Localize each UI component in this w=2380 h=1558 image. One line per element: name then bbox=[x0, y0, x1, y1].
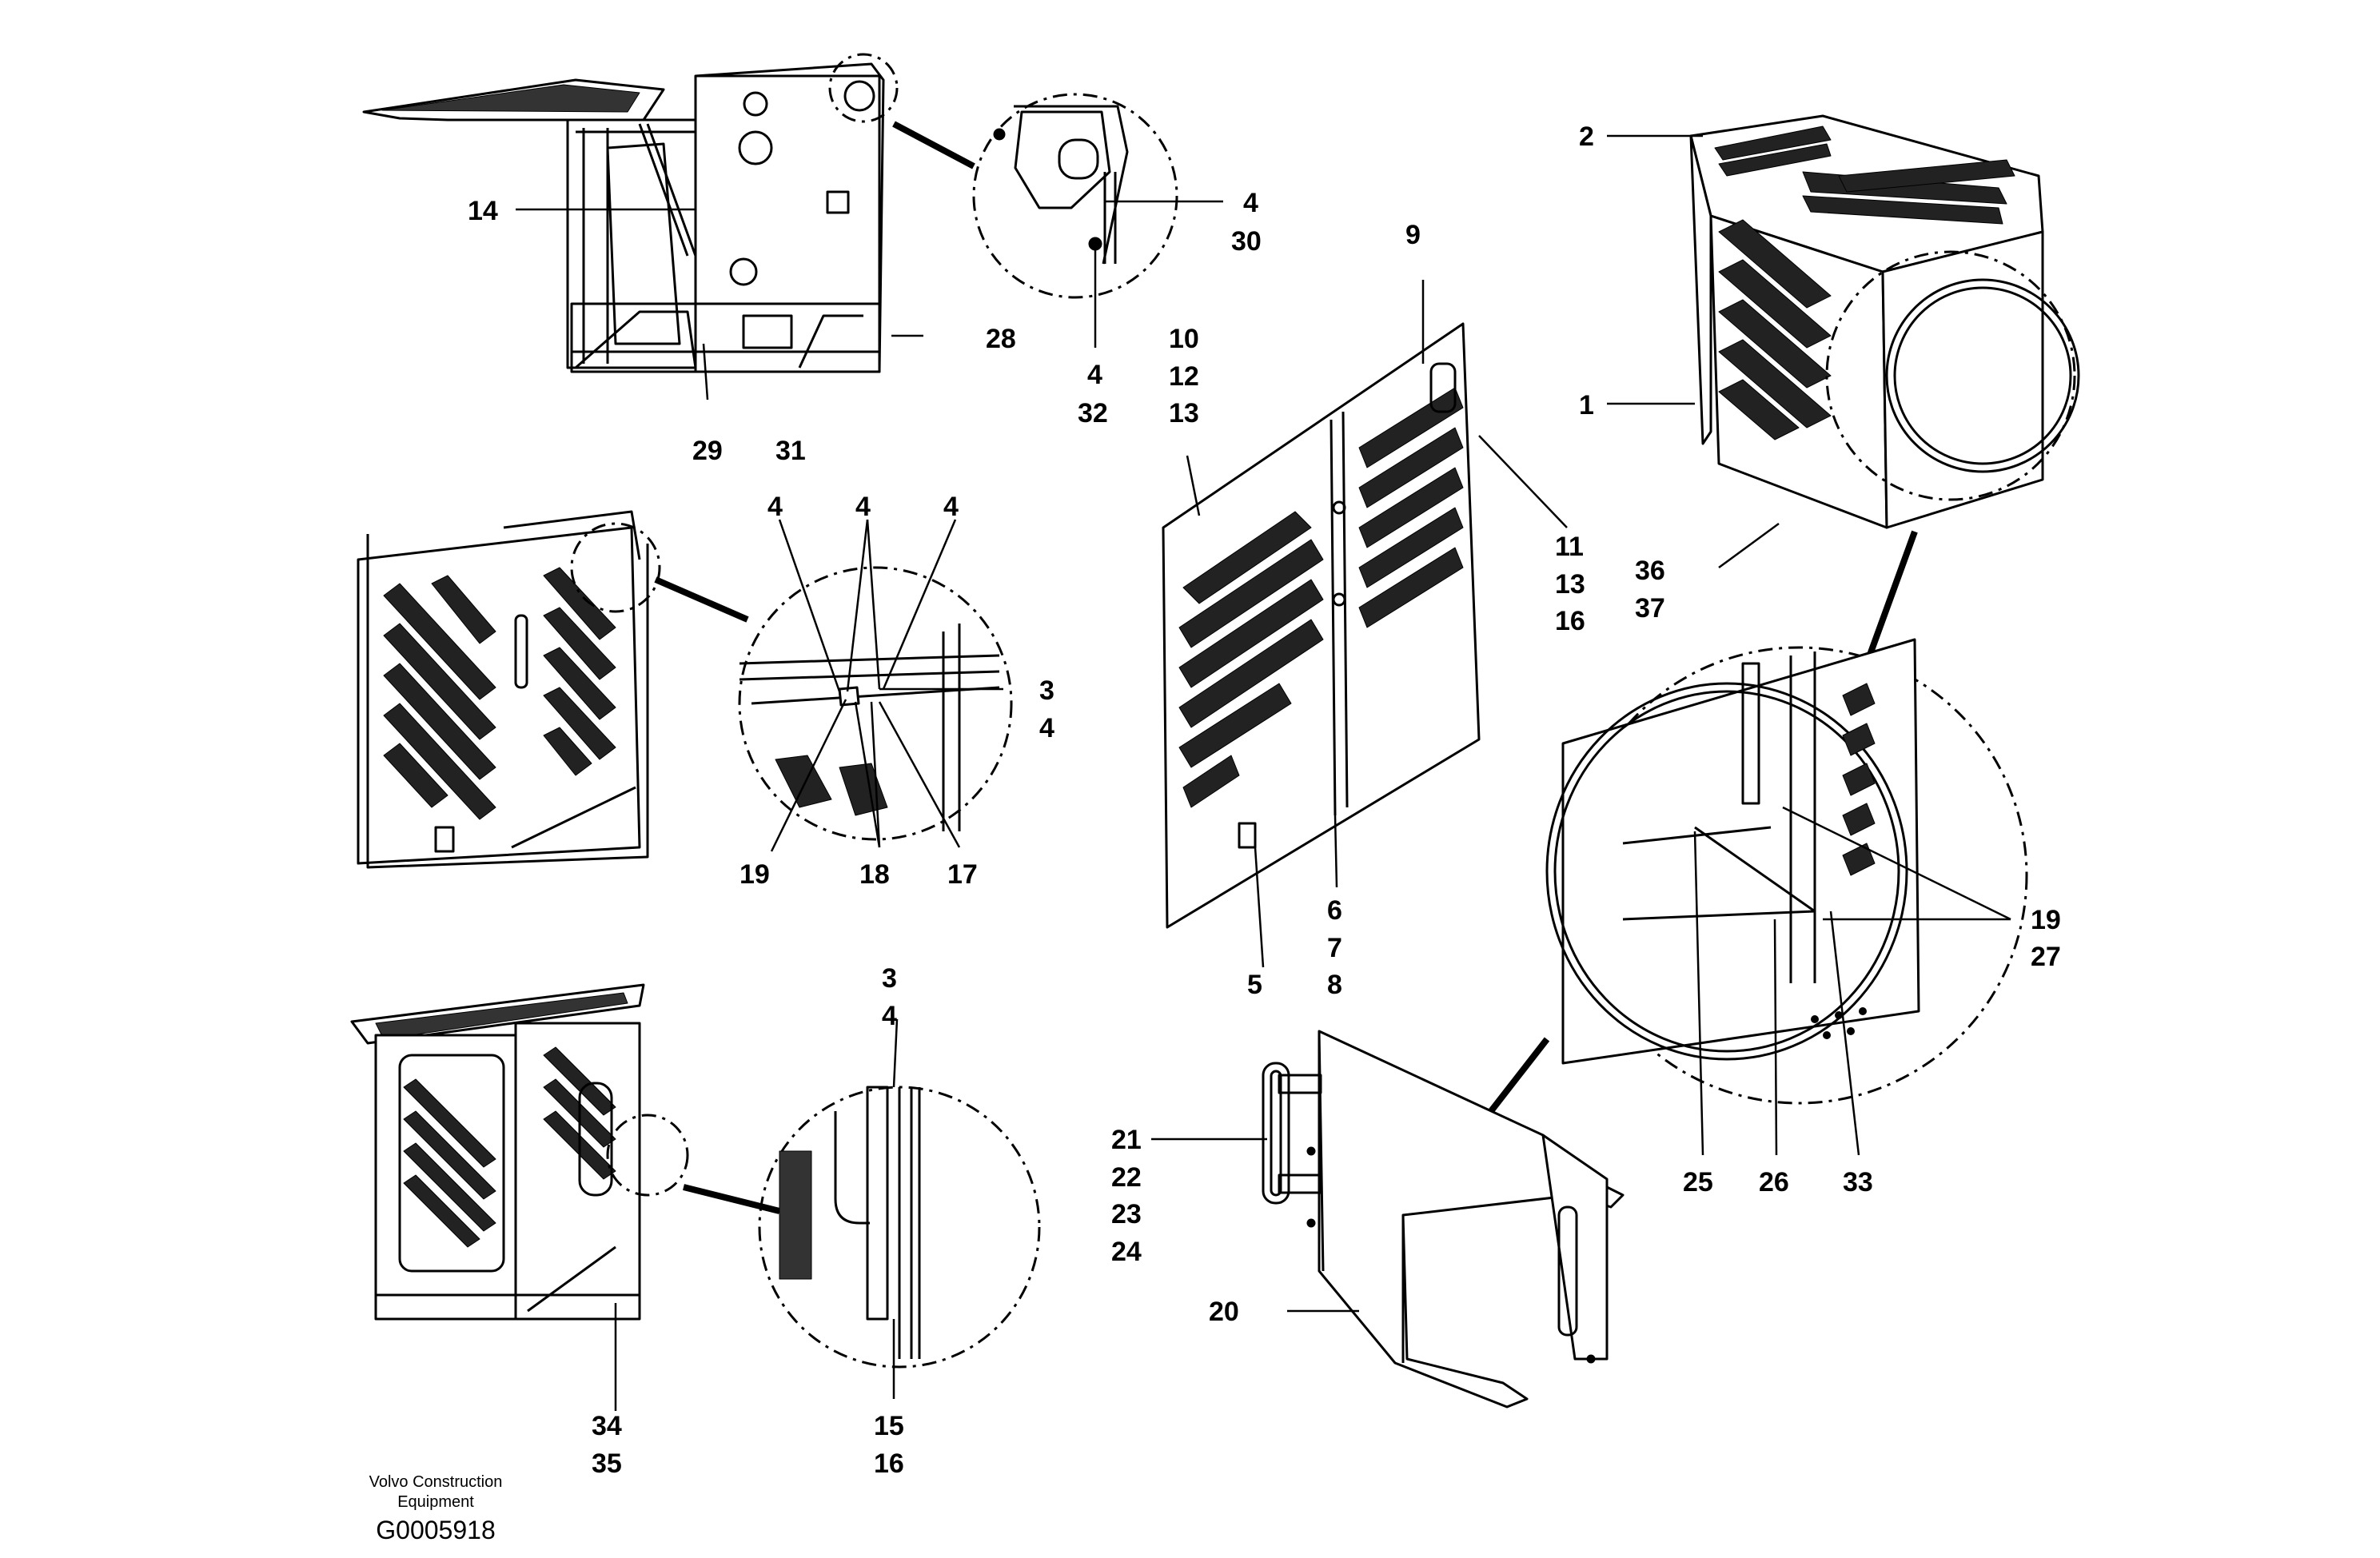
callout-labels: 14 29 31 28 4 30 4 32 10 12 13 9 11 13 1… bbox=[468, 122, 2061, 1479]
callout-8: 8 bbox=[1327, 970, 1342, 1000]
callout-19-b: 19 bbox=[2031, 905, 2061, 935]
callout-21: 21 bbox=[1111, 1125, 1142, 1155]
callout-29: 29 bbox=[692, 436, 723, 466]
callout-13: 13 bbox=[1169, 398, 1199, 428]
callout-3-b: 3 bbox=[882, 963, 897, 994]
callout-4-c: 4 bbox=[767, 492, 783, 522]
callout-37: 37 bbox=[1635, 593, 1665, 624]
leader-lines bbox=[516, 136, 2011, 1411]
callout-24: 24 bbox=[1111, 1237, 1142, 1267]
callout-31: 31 bbox=[775, 436, 806, 466]
callout-36: 36 bbox=[1635, 556, 1665, 586]
detail-circle-gas-strut bbox=[608, 1087, 1039, 1367]
callout-17: 17 bbox=[947, 859, 978, 890]
callout-2: 2 bbox=[1579, 122, 1594, 152]
callout-4-f: 4 bbox=[1039, 713, 1054, 743]
detail-circle-hinge bbox=[830, 54, 1177, 297]
detail-circle-frame bbox=[1491, 532, 2027, 1111]
callout-18: 18 bbox=[859, 859, 890, 890]
callout-35: 35 bbox=[592, 1448, 622, 1479]
door-panel-center bbox=[1163, 324, 1479, 927]
callout-33: 33 bbox=[1843, 1167, 1873, 1197]
callout-3-a: 3 bbox=[1039, 675, 1054, 706]
callout-10: 10 bbox=[1169, 324, 1199, 354]
callout-12: 12 bbox=[1169, 361, 1199, 392]
callout-27: 27 bbox=[2031, 942, 2061, 972]
footer-credit: Volvo Construction Equipment G0005918 bbox=[369, 1473, 503, 1544]
callout-9: 9 bbox=[1405, 220, 1421, 250]
callout-1: 1 bbox=[1579, 390, 1594, 420]
callout-16: 16 bbox=[1555, 606, 1585, 636]
callout-16-b: 16 bbox=[874, 1448, 904, 1479]
callout-5: 5 bbox=[1247, 970, 1262, 1000]
company-name-line2: Equipment bbox=[397, 1493, 474, 1511]
callout-22: 22 bbox=[1111, 1162, 1142, 1193]
cooling-enclosure-top-right bbox=[1691, 116, 2079, 528]
callout-6: 6 bbox=[1327, 895, 1342, 926]
callout-26: 26 bbox=[1759, 1167, 1789, 1197]
callout-14: 14 bbox=[468, 196, 498, 226]
company-name-line1: Volvo Construction bbox=[369, 1473, 503, 1491]
callout-4-a: 4 bbox=[1243, 188, 1258, 218]
drawing-code: G0005918 bbox=[376, 1516, 495, 1544]
callout-34: 34 bbox=[592, 1411, 622, 1441]
callout-15: 15 bbox=[874, 1411, 904, 1441]
callout-4-g: 4 bbox=[882, 1001, 897, 1031]
callout-30: 30 bbox=[1231, 226, 1262, 257]
callout-19: 19 bbox=[740, 859, 770, 890]
hood-assembly-bottom-left bbox=[352, 985, 644, 1319]
duct-shroud-bottom-center bbox=[1263, 1031, 1623, 1407]
callout-4-d: 4 bbox=[855, 492, 871, 522]
callout-4-e: 4 bbox=[943, 492, 959, 522]
callout-32: 32 bbox=[1078, 398, 1108, 428]
side-panel-middle-left bbox=[358, 512, 648, 867]
callout-23: 23 bbox=[1111, 1199, 1142, 1229]
callout-20: 20 bbox=[1209, 1297, 1239, 1327]
callout-7: 7 bbox=[1327, 933, 1342, 963]
callout-25: 25 bbox=[1683, 1167, 1713, 1197]
callout-11: 11 bbox=[1555, 532, 1584, 562]
callout-28: 28 bbox=[986, 324, 1016, 354]
callout-4-b: 4 bbox=[1087, 360, 1102, 390]
callout-13-b: 13 bbox=[1555, 569, 1585, 600]
hood-assembly-top-left bbox=[364, 64, 883, 372]
